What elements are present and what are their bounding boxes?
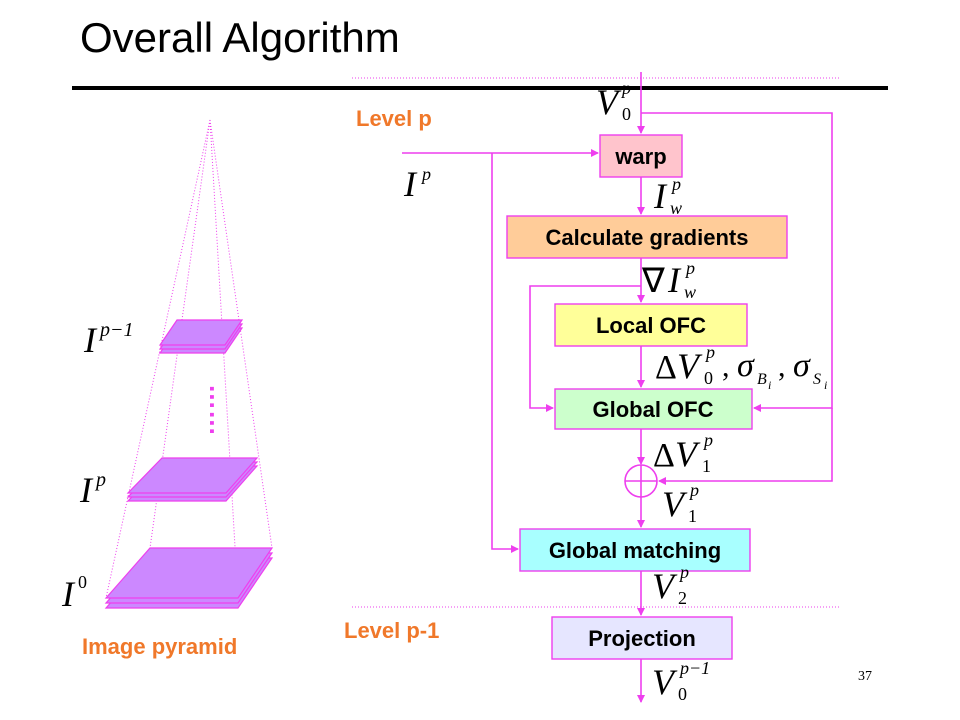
- warp-rect: [599, 134, 683, 178]
- pyramid-layer-p: [126, 457, 259, 494]
- level-p-1-label: Level p-1: [344, 618, 439, 643]
- math-input-image: I p: [403, 164, 431, 204]
- sum-node: [624, 464, 658, 498]
- math-v0p-top: V 0 p: [596, 78, 631, 124]
- pyramid-layer-p-1: [158, 319, 244, 346]
- svg-text:B: B: [757, 371, 767, 388]
- svg-text:p: p: [620, 78, 631, 98]
- math-local-output: Δ V 0 p , σ B i , σ S i: [655, 342, 827, 392]
- svg-text:p: p: [420, 164, 431, 184]
- global-matching-label: Global matching: [549, 538, 721, 563]
- svg-text:V: V: [652, 566, 678, 606]
- svg-text:1: 1: [688, 506, 697, 526]
- arrow-v0-to-global: [641, 112, 833, 412]
- arrow-gradient-to-global: [529, 285, 641, 412]
- arrow-input-to-matching: [491, 153, 519, 553]
- projection-label: Projection: [588, 626, 696, 651]
- svg-text:i: i: [768, 378, 771, 392]
- warp-label: warp: [614, 144, 666, 169]
- svg-text:w: w: [670, 198, 682, 218]
- pyramid-caption: Image pyramid: [82, 634, 237, 659]
- svg-text:σ: σ: [793, 347, 811, 384]
- global-ofc-label: Global OFC: [593, 397, 714, 422]
- page-title: Overall Algorithm: [80, 14, 400, 61]
- global-matching-rect: [519, 528, 751, 572]
- flow-connectors: [402, 72, 833, 703]
- projection-rect: [551, 616, 733, 660]
- pyramid-edge: [209, 119, 239, 599]
- pyramid-edge: [105, 119, 211, 599]
- pyramid-ellipsis: ……: [204, 384, 234, 436]
- svg-text:,: ,: [778, 350, 786, 383]
- svg-text:I: I: [667, 260, 682, 300]
- svg-text:V: V: [662, 484, 688, 524]
- local-ofc-rect: [554, 303, 748, 347]
- svg-text:p: p: [670, 174, 681, 194]
- svg-text:V: V: [596, 82, 622, 122]
- svg-text:σ: σ: [737, 347, 755, 384]
- pyramid-edge: [209, 119, 273, 549]
- local-ofc-box: Local OFC: [554, 303, 748, 347]
- svg-text:Δ: Δ: [655, 349, 677, 386]
- local-ofc-label: Local OFC: [596, 313, 706, 338]
- gradients-box: Calculate gradients: [506, 215, 788, 259]
- global-ofc-box: Global OFC: [554, 388, 753, 430]
- svg-text:p: p: [678, 562, 689, 582]
- svg-text:V: V: [675, 434, 701, 474]
- level-p-label: Level p: [356, 106, 432, 131]
- global-matching-box: Global matching: [519, 528, 751, 572]
- svg-text:,: ,: [722, 350, 730, 383]
- math-grad-iwp: ∇ I w p: [641, 258, 696, 302]
- math-v2p: V 2 p: [652, 562, 689, 608]
- math-v1p: V 1 p: [662, 480, 699, 526]
- svg-text:p−1: p−1: [678, 658, 710, 678]
- math-v0pm1: V 0 p−1: [652, 658, 710, 704]
- math-dv1p: Δ V 1 p: [653, 430, 713, 476]
- svg-text:Δ: Δ: [653, 437, 675, 474]
- svg-text:I: I: [403, 164, 418, 204]
- gradients-rect: [506, 215, 788, 259]
- math-iwp: I w p: [653, 174, 682, 218]
- svg-text:w: w: [684, 282, 696, 302]
- svg-text:2: 2: [678, 588, 687, 608]
- warp-box: warp: [599, 134, 683, 178]
- arrow-v0-to-sum: [658, 408, 833, 485]
- pyramid-layer-0: [104, 547, 274, 599]
- svg-text:p: p: [684, 258, 695, 278]
- svg-text:V: V: [652, 662, 678, 702]
- gradients-label: Calculate gradients: [546, 225, 749, 250]
- svg-text:V: V: [677, 346, 703, 386]
- svg-text:p: p: [688, 480, 699, 500]
- svg-text:i: i: [824, 378, 827, 392]
- svg-text:I: I: [653, 176, 668, 216]
- projection-box: Projection: [551, 616, 733, 660]
- svg-text:0: 0: [678, 684, 687, 704]
- page-number: 37: [858, 669, 872, 684]
- svg-text:0: 0: [704, 368, 713, 388]
- svg-text:p: p: [702, 430, 713, 450]
- svg-text:0: 0: [622, 104, 631, 124]
- svg-text:∇: ∇: [641, 263, 665, 300]
- svg-text:1: 1: [702, 456, 711, 476]
- svg-text:S: S: [813, 371, 821, 388]
- svg-text:p: p: [704, 342, 715, 362]
- global-ofc-rect: [554, 388, 753, 430]
